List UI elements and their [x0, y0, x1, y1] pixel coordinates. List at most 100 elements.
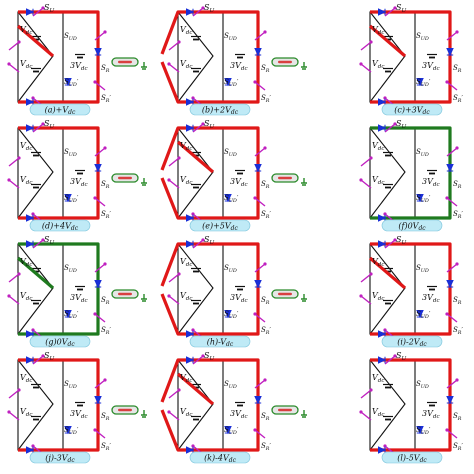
switch-arrow [8, 295, 20, 305]
label-s-u: SU [204, 119, 214, 130]
circuit-diagonal [369, 127, 406, 219]
label-3vdc: 3Vdc [422, 293, 440, 304]
diode-symbol [186, 98, 195, 106]
switch-dot [359, 178, 363, 182]
switch-arrow [32, 355, 44, 365]
label-s-ud-prime: SUD′ [416, 194, 431, 204]
switch-dot [359, 410, 363, 414]
switch-dot [41, 354, 45, 358]
diode-symbol [254, 280, 262, 289]
active-current-path-diagonal [16, 24, 55, 58]
caption-pill [381, 335, 443, 348]
switch-arrow [192, 239, 204, 249]
label-3vdc: 3Vdc [422, 409, 440, 420]
switch-arrow [94, 81, 106, 91]
switch-dot [383, 328, 387, 332]
label-3vdc: 3Vdc [230, 293, 248, 304]
switch-arrow [446, 379, 458, 389]
switch-arrow [254, 147, 266, 157]
switch-arrow [8, 41, 20, 51]
circuit-frame [17, 243, 99, 335]
circuit-frame [177, 359, 259, 451]
switch-dot [31, 328, 35, 332]
label-s-r: SR [101, 180, 110, 190]
label-s-u: SU [204, 235, 214, 246]
label-vdc-top: Vdc [372, 141, 385, 152]
switch-arrow [168, 295, 180, 305]
diode-symbol [94, 280, 102, 289]
switch-dot [455, 262, 459, 266]
caption-text: (f)0Vdc [398, 222, 426, 233]
label-s-r: SR [261, 180, 270, 190]
switch-dot [253, 80, 257, 84]
active-current-path [160, 242, 260, 336]
label-vdc-top: Vdc [20, 141, 33, 152]
label-vdc-top: Vdc [372, 25, 385, 36]
active-current-path [160, 126, 260, 220]
switch-dot [41, 122, 45, 126]
circuit-diagonal [369, 359, 406, 451]
switch-dot [253, 428, 257, 432]
switch-dot [253, 196, 257, 200]
switch-dot [393, 6, 397, 10]
switch-arrow [254, 429, 266, 439]
label-vdc-bottom: Vdc [372, 175, 385, 186]
caption-text: (h)-Vdc [207, 338, 234, 349]
caption-text: (b)+2Vdc [202, 106, 239, 117]
circuit-frame [17, 11, 99, 103]
ground-symbol [301, 62, 307, 70]
caption-pill [29, 335, 91, 348]
switch-arrow [192, 123, 204, 133]
switch-dot [455, 146, 459, 150]
switch-arrow [32, 123, 44, 133]
circuit-diagonal [177, 11, 214, 103]
diode-symbol [26, 214, 35, 222]
switch-dot [201, 6, 205, 10]
label-s-r-prime: SR′ [101, 442, 111, 452]
label-3vdc: 3Vdc [70, 409, 88, 420]
switch-dot [103, 378, 107, 382]
label-s-ud: SUD [224, 380, 237, 390]
diode-symbol [26, 98, 35, 106]
switch-arrow [168, 179, 180, 189]
diode-symbol [446, 48, 454, 57]
label-s-u: SU [396, 119, 406, 130]
active-current-path-diagonal [368, 256, 407, 290]
diode-symbol [416, 310, 424, 319]
label-s-r-prime: SR′ [101, 326, 111, 336]
switch-dot [369, 40, 373, 44]
switch-dot [191, 96, 195, 100]
switch-dot [93, 428, 97, 432]
diode-symbol [94, 396, 102, 405]
label-s-ud-prime: SUD′ [224, 426, 239, 436]
switch-arrow [8, 411, 20, 421]
diode-symbol [446, 164, 454, 173]
diode-symbol [186, 330, 195, 338]
label-s-u: SU [396, 235, 406, 246]
label-s-r: SR [453, 412, 462, 422]
switch-dot [7, 294, 11, 298]
switch-arrow [168, 411, 180, 421]
label-s-r: SR [101, 64, 110, 74]
diode-symbol [64, 78, 72, 87]
switch-arrow [360, 389, 372, 399]
switch-arrow [94, 31, 106, 41]
switch-dot [445, 312, 449, 316]
switch-dot [359, 62, 363, 66]
label-3vdc: 3Vdc [230, 409, 248, 420]
switch-arrow [168, 157, 180, 167]
switch-dot [41, 6, 45, 10]
ground-symbol [141, 62, 147, 70]
label-vdc-bottom: Vdc [372, 59, 385, 70]
switch-dot [103, 146, 107, 150]
switch-dot [177, 40, 181, 44]
switch-dot [167, 294, 171, 298]
label-3vdc: 3Vdc [230, 61, 248, 72]
label-s-ud: SUD [224, 148, 237, 158]
label-s-ud-prime: SUD′ [64, 194, 79, 204]
diode-symbol [416, 426, 424, 435]
label-vdc-top: Vdc [372, 373, 385, 384]
switch-arrow [32, 239, 44, 249]
